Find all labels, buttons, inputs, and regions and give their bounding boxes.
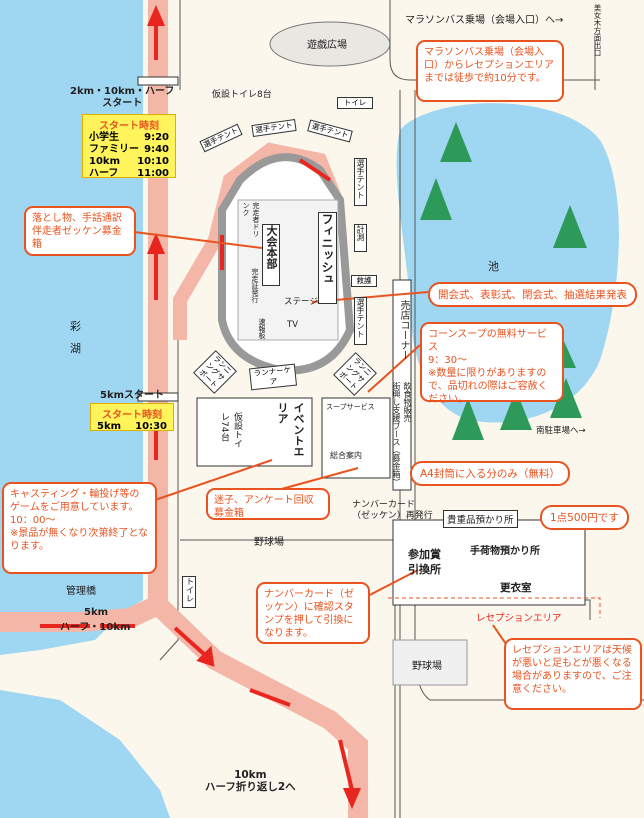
callout-games: キャスティング・輪投げ等のゲームをご用意しています。 10：00～ ※景品が無く… xyxy=(2,482,157,574)
label-start-5km: 5kmスタート xyxy=(100,390,165,401)
label-food-booth: 飲食物販売 街興し支援ブース（募金箱） xyxy=(392,382,412,486)
soup-info-box xyxy=(321,397,391,479)
label-number-card-reissue: ナンバーカード （ゼッケン）再発行 xyxy=(352,500,433,521)
label-bus-stop: マラソンバス乗場（会場入口）へ→ xyxy=(405,15,564,26)
label-drink: 完走者ドリンク xyxy=(242,202,260,237)
label-valuables: 貴重品預かり所 xyxy=(443,510,518,528)
label-playground: 遊戯広場 xyxy=(307,40,347,51)
label-route-half: ハーフ・10km xyxy=(60,622,131,633)
callout-lost-child: 迷子、アンケート回収募金箱 xyxy=(206,488,330,520)
label-turnaround: 10km ハーフ折り返し2へ xyxy=(205,769,296,793)
label-toilet-right: トイレ xyxy=(337,97,373,109)
label-toilet-bottom: トイレ xyxy=(182,576,196,608)
label-shuttle: 速報板 xyxy=(258,318,266,339)
label-tv: TV xyxy=(287,320,299,330)
label-reception-area: レセプションエリア xyxy=(476,613,562,624)
callout-a4: A4封筒に入る分のみ（無料） xyxy=(410,461,570,486)
start-times-heading: スタート時刻 xyxy=(102,410,162,421)
course-inner xyxy=(173,142,343,340)
label-baseball-1: 野球場 xyxy=(254,537,284,548)
baseball-field-box xyxy=(392,639,468,686)
label-baseball-2: 野球場 xyxy=(412,661,442,672)
label-stage: ステージ xyxy=(284,297,318,307)
label-toilet-74: 仮設トイレ74台 xyxy=(219,412,242,448)
label-south-parking: 南駐車場へ→ xyxy=(536,426,586,436)
callout-number-stamp: ナンバーカード（ゼッケン）に確認スタンプを押して引換になります。 xyxy=(256,582,370,644)
start-line-5km xyxy=(137,392,179,402)
tent-5: 選手テント xyxy=(354,297,367,345)
course-south xyxy=(151,597,368,818)
label-timing: 計測 xyxy=(354,224,367,252)
label-info: 総合案内 xyxy=(330,451,362,460)
label-prize-exchange: 参加賞 引換所 xyxy=(408,548,441,576)
start-times-heading: スタート時刻 xyxy=(99,121,159,132)
callout-fee: 1点500円です xyxy=(540,505,629,530)
event-area-box xyxy=(196,397,313,467)
label-route-5km: 5km xyxy=(84,607,109,618)
label-soup-service: スープサービス xyxy=(326,403,375,411)
label-baggage: 手荷物預かり所 xyxy=(470,546,540,557)
lake-lower xyxy=(0,690,170,818)
label-lake-1: 彩 xyxy=(70,320,81,333)
label-hq: 大会本部 xyxy=(262,224,280,286)
callout-corn-soup: コーンスープの無料サービス 9：30～ ※数量に限りがありますので、品切れの際は… xyxy=(420,322,564,405)
label-changing-room: 更衣室 xyxy=(500,582,532,594)
label-toilet-8: 仮設トイレ8台 xyxy=(212,90,272,100)
start-line-main xyxy=(137,76,179,86)
route-arrows xyxy=(40,4,362,810)
label-first-aid: 救護 xyxy=(351,275,377,287)
label-lake-2: 湖 xyxy=(70,342,81,355)
callout-ceremonies: 開会式、表彰式、閉会式、抽選結果発表 xyxy=(428,282,637,307)
label-start-main: 2km・10km・ハーフ スタート xyxy=(70,86,175,109)
callout-weather: レセプションエリアは天候が悪いと足もとが悪くなる場合がありますので、ご注意くださ… xyxy=(504,638,642,710)
label-management-bridge: 管理橋 xyxy=(66,586,96,597)
callout-lost-found: 落とし物、手話通訳伴走者ゼッケン募金箱 xyxy=(24,206,136,256)
label-shop-corner: 売店コーナー xyxy=(398,300,409,360)
label-event-area: イベントエリア xyxy=(276,402,305,457)
shop-box xyxy=(392,279,412,491)
reception-box xyxy=(392,519,586,606)
label-finish: フィニッシュ xyxy=(318,212,337,304)
tent-4: 選手テント xyxy=(354,158,367,206)
callout-bus-walk: マラソンバス乗場（会場入口）からレセプションエリアまでは徒歩で約10分です。 xyxy=(416,40,564,102)
label-cert: 完走証発行 xyxy=(251,268,259,303)
label-bijomoku-exit: 美女木方面出口 xyxy=(593,4,602,57)
leader-lines xyxy=(133,231,571,651)
label-pond: 池 xyxy=(488,260,499,273)
